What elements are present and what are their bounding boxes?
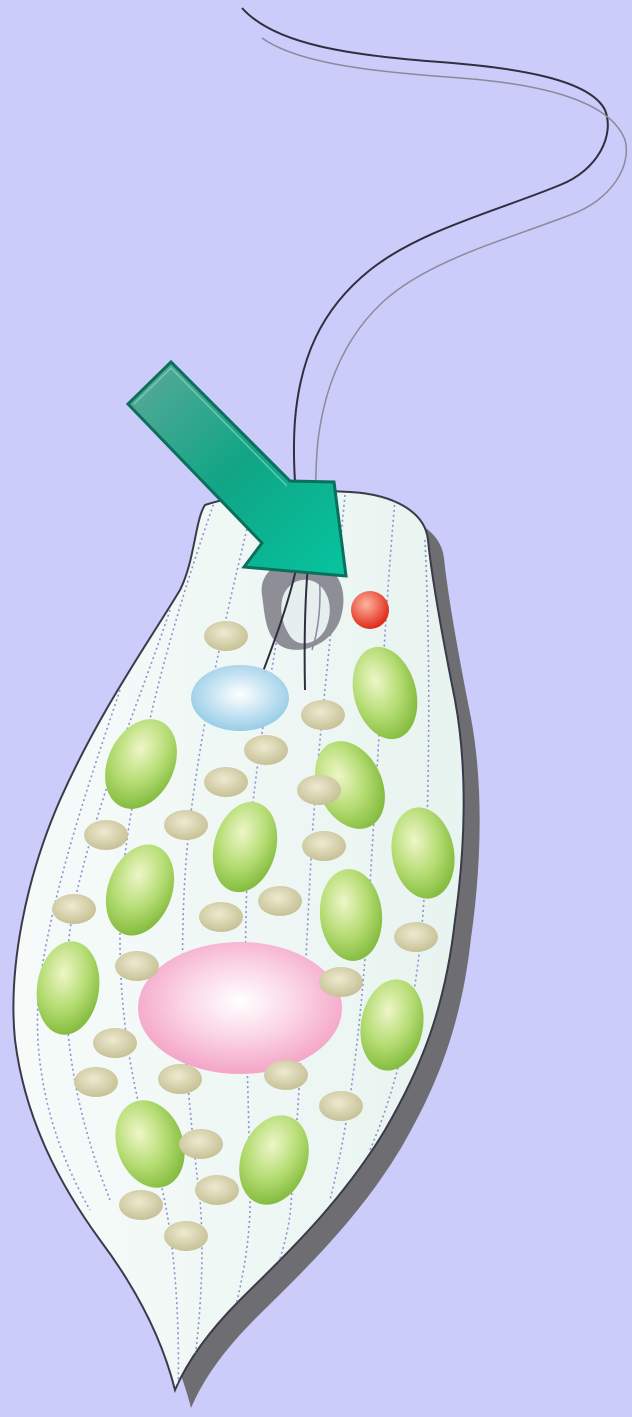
- granule: [264, 1060, 308, 1090]
- granule: [204, 767, 248, 797]
- granule: [84, 820, 128, 850]
- granule: [74, 1067, 118, 1097]
- flagellum: [242, 8, 626, 560]
- granule: [115, 951, 159, 981]
- granule: [319, 967, 363, 997]
- granule: [164, 1221, 208, 1251]
- eyespot: [351, 591, 389, 629]
- contractile-vacuole: [191, 665, 289, 731]
- granule: [195, 1175, 239, 1205]
- granule: [199, 902, 243, 932]
- granule: [302, 831, 346, 861]
- granule: [179, 1129, 223, 1159]
- granule: [52, 894, 96, 924]
- granule: [319, 1091, 363, 1121]
- granule: [204, 621, 248, 651]
- granule: [301, 700, 345, 730]
- granule: [297, 775, 341, 805]
- granule: [258, 886, 302, 916]
- nucleus: [138, 942, 342, 1074]
- granule: [394, 922, 438, 952]
- granule: [93, 1028, 137, 1058]
- granule: [164, 810, 208, 840]
- granule: [158, 1064, 202, 1094]
- granule: [244, 735, 288, 765]
- granule: [119, 1190, 163, 1220]
